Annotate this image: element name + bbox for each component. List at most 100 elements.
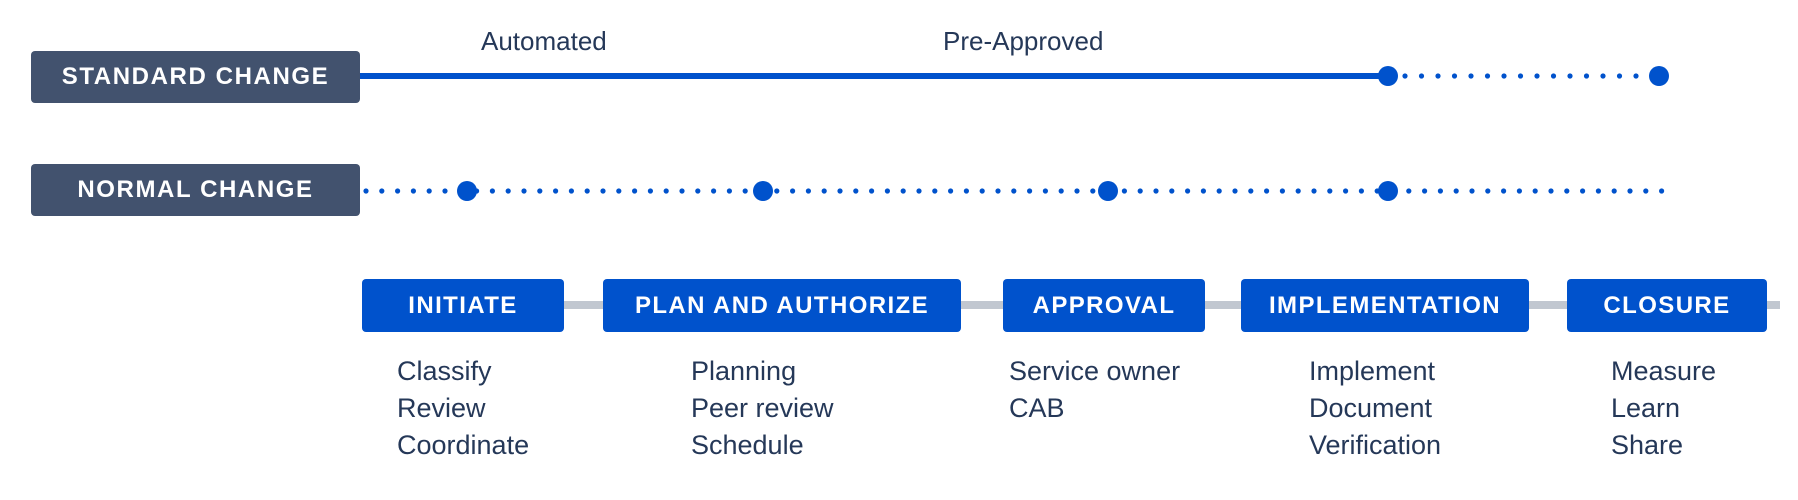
track-dot [963,188,970,194]
track-dot [1011,188,1017,194]
task-item: Learn [1611,393,1681,423]
automated-caption: Automated [481,26,607,56]
task-item: Verification [1309,430,1442,460]
track-dot [1659,188,1665,194]
phase-initiate: INITIATE [362,279,564,332]
track-dot [521,188,527,194]
standard-end-node [1649,66,1669,86]
task-item: Share [1611,430,1684,460]
task-item: Service owner [1009,356,1181,386]
track-dot [363,188,369,194]
approval-task-list: Service owner CAB [1009,353,1180,427]
track-dot [932,188,938,194]
normal-change-label: NORMAL CHANGE [31,164,360,216]
task-item: Review [397,393,486,423]
track-dot [489,188,495,194]
standard-change-label: STANDARD CHANGE [31,51,360,103]
track-dot [790,188,796,194]
normal-milestone-node [1378,181,1398,201]
phase-closure: CLOSURE [1567,279,1767,332]
track-dot [1058,188,1064,194]
track-dot [1484,73,1491,79]
track-dot [1451,73,1458,79]
track-dot [647,188,654,194]
track-dot [1027,188,1033,194]
track-dot [1600,73,1606,79]
track-dot [553,188,559,194]
track-dot [584,188,590,194]
standard-milestone-node [1378,66,1398,86]
track-dot [884,188,891,194]
track-dot [1402,73,1408,79]
track-dot [1422,188,1428,194]
track-dot [948,188,954,194]
track-dot [1216,188,1222,194]
track-dot [1468,73,1474,79]
track-dot [1564,188,1570,194]
pre-approved-caption: Pre-Approved [943,26,1104,56]
track-dot [410,188,416,194]
track-dot [1633,73,1639,79]
track-dot [1418,73,1425,79]
normal-milestone-node [753,181,773,201]
track-dot [821,188,827,194]
track-dot [1090,188,1096,194]
track-dot [1485,188,1491,194]
track-dot [1042,188,1048,194]
task-item: Measure [1611,356,1717,386]
track-dot [1435,73,1441,79]
track-dot [663,188,669,194]
track-dot [537,188,543,194]
track-dot [426,188,432,194]
track-dot [900,188,906,194]
track-dot [837,188,843,194]
track-dot [711,188,717,194]
track-dot [1580,188,1586,194]
track-dot [1567,73,1573,79]
phase-implementation: IMPLEMENTATION [1241,279,1529,332]
track-dot [1343,188,1349,194]
track-dot [1501,188,1507,194]
task-item: Planning [691,356,797,386]
track-dot [1406,188,1412,194]
track-dot [1550,73,1557,79]
track-dot [1517,73,1524,79]
normal-change-track [363,181,1665,201]
track-dot [1074,188,1080,194]
task-item: Implement [1309,356,1436,386]
track-dot [1358,188,1364,194]
task-item: CAB [1009,393,1065,423]
track-dot [1643,188,1649,194]
track-dot [1469,188,1475,194]
track-dot [568,188,575,194]
track-dot [1583,73,1590,79]
closure-task-list: Measure Learn Share [1611,353,1716,464]
normal-milestone-node [457,181,477,201]
track-dot [1248,188,1254,194]
track-dot [505,188,511,194]
track-dot [979,188,985,194]
track-dot [869,188,875,194]
task-item: Peer review [691,393,834,423]
track-dot [442,188,448,194]
track-dot [1232,188,1238,194]
track-dot [1534,73,1540,79]
track-dot [632,188,638,194]
track-dot [379,188,385,194]
track-dot [1532,188,1538,194]
task-item: Coordinate [397,430,530,460]
implementation-task-list: Implement Document Verification [1309,353,1441,464]
track-dot [1327,188,1333,194]
task-item: Classify [397,356,492,386]
timeline-lines [360,66,1669,201]
track-dot [1264,188,1270,194]
track-dot [995,188,1001,194]
task-item: Schedule [691,430,804,460]
track-dot [600,188,606,194]
track-dot [805,188,812,194]
track-dot [695,188,701,194]
track-dot [1437,188,1443,194]
normal-milestone-node [1098,181,1118,201]
track-dot [774,188,780,194]
track-dot [1595,188,1601,194]
